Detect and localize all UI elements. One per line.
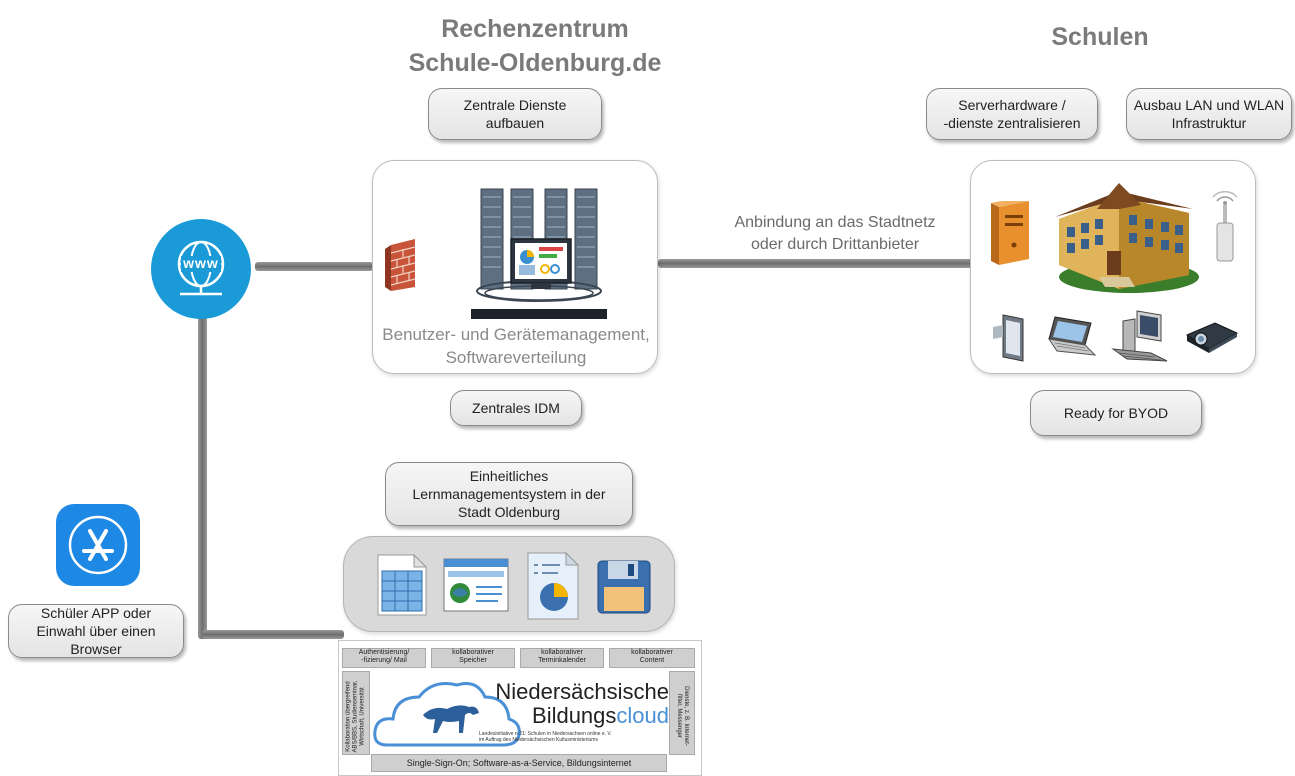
lms-apps-panel (343, 536, 675, 632)
projector-icon (1185, 322, 1239, 353)
www-label: www (183, 255, 219, 271)
bildungscloud-bottom-bar-text: Single-Sign-On; Software-as-a-Service, B… (406, 758, 632, 768)
laptop-icon (1047, 316, 1097, 356)
connector-www-vertical (198, 293, 207, 639)
connector-to-lms (202, 630, 344, 639)
bildungscloud-box-auth-text: Authentisierung/ -fizierung/ Mail (358, 649, 410, 664)
rz-caption-line1: Benutzer- und Gerätemanagement, (382, 325, 650, 344)
pill-ready-byod-text: Ready for BYOD (1063, 405, 1169, 421)
bildungscloud-title-line1: Niedersächsische (495, 679, 669, 704)
appstore-icon (50, 498, 144, 592)
pill-ready-byod: Ready for BYOD (1030, 390, 1202, 436)
bildungscloud-box-termin-text: kollaborativer Terminkalender (538, 649, 586, 664)
www-globe-icon: www (150, 218, 252, 320)
pill-lernmanagement-text: Einheitliches Lernmanagementsystem in de… (412, 468, 606, 520)
bildungscloud-tagline: Landesinitiative n-21: Schulen in Nieder… (479, 731, 612, 743)
pill-ausbau-lan: Ausbau LAN und WLAN Infrastruktur (1126, 88, 1292, 140)
pill-zentrales-idm: Zentrales IDM (450, 390, 582, 426)
pill-serverhardware: Serverhardware / -dienste zentralisieren (926, 88, 1098, 140)
presentation-chart-icon (527, 551, 580, 620)
pill-ausbau-lan-text: Ausbau LAN und WLAN Infrastruktur (1133, 97, 1285, 131)
cloud-horse-logo-icon (373, 682, 521, 747)
bildungscloud-box-content: kollaborativer Content (609, 648, 695, 668)
floppy-disk-icon (597, 560, 651, 614)
pill-zentrale-dienste: Zentrale Dienste aufbauen (428, 88, 602, 140)
connector-www-to-rz (255, 262, 373, 271)
pill-zentrale-dienste-text: Zentrale Dienste aufbauen (463, 97, 567, 131)
bildungscloud-box-content-text: kollaborativer Content (631, 649, 673, 664)
bildungscloud-title-light: cloud (616, 703, 669, 728)
pill-schueler-app-text: Schüler APP oder Einwahl über einen Brow… (36, 605, 156, 657)
desktop-computer-icon (1111, 310, 1168, 362)
bildungscloud-left-side: Kollaboration übergreifend ABS/BBS, Stud… (342, 671, 370, 755)
web-page-icon (443, 558, 509, 612)
wifi-access-point-icon (1212, 190, 1238, 262)
bildungscloud-bottom-bar: Single-Sign-On; Software-as-a-Service, B… (371, 754, 667, 772)
server-farm-icon (471, 187, 607, 319)
pill-schueler-app: Schüler APP oder Einwahl über einen Brow… (8, 604, 184, 658)
heading-rz-line2: Schule-Oldenburg.de (408, 49, 662, 77)
bildungscloud-right-side: Dienste, z. B. Internet- filter, Messeng… (669, 671, 695, 755)
rz-caption-line2: Softwareverteilung (445, 348, 587, 367)
bildungscloud-box-termin: kollaborativer Terminkalender (520, 648, 604, 668)
firewall-icon (385, 239, 416, 291)
connection-label: Anbindung an das Stadtnetz oder durch Dr… (690, 212, 980, 256)
www-globe-graphic (151, 219, 251, 319)
school-building-icon (1055, 183, 1199, 293)
pc-tower-icon (991, 201, 1029, 265)
bildungscloud-title-bold: Bildungs (532, 703, 617, 728)
pill-lernmanagement: Einheitliches Lernmanagementsystem in de… (385, 462, 633, 526)
spreadsheet-icon (377, 553, 428, 616)
pill-zentrales-idm-text: Zentrales IDM (472, 400, 560, 416)
pill-serverhardware-text: Serverhardware / -dienste zentralisieren (943, 97, 1081, 131)
bildungscloud-graphic: Authentisierung/ -fizierung/ Mail kollab… (338, 640, 702, 776)
rz-caption: Benutzer- und Gerätemanagement, Software… (373, 323, 659, 369)
heading-rz-line1: Rechenzentrum (441, 15, 629, 43)
bildungscloud-box-speicher-text: kollaborativer Speicher (452, 649, 494, 664)
heading-schulen: Schulen (1051, 23, 1149, 51)
bildungscloud-box-auth: Authentisierung/ -fizierung/ Mail (342, 648, 426, 668)
bildungscloud-title-line2: Bildungscloud (459, 703, 669, 729)
rz-panel: Benutzer- und Gerätemanagement, Software… (372, 160, 658, 374)
connection-label-line1: Anbindung an das Stadtnetz (734, 214, 936, 231)
connector-rz-to-schulen (658, 259, 978, 268)
bildungscloud-right-side-text: Dienste, z. B. Internet- filter, Messeng… (676, 686, 689, 746)
heading-rechenzentrum: Rechenzentrum Schule-Oldenburg.de (340, 12, 730, 80)
tablet-icon (993, 314, 1024, 362)
bildungscloud-left-side-text: Kollaboration übergreifend ABS/BBS, Stud… (345, 680, 366, 753)
bildungscloud-box-speicher: kollaborativer Speicher (431, 648, 515, 668)
schulen-panel (970, 160, 1256, 374)
connection-label-line2: oder durch Drittanbieter (750, 236, 920, 253)
appstore-graphic (56, 504, 140, 586)
